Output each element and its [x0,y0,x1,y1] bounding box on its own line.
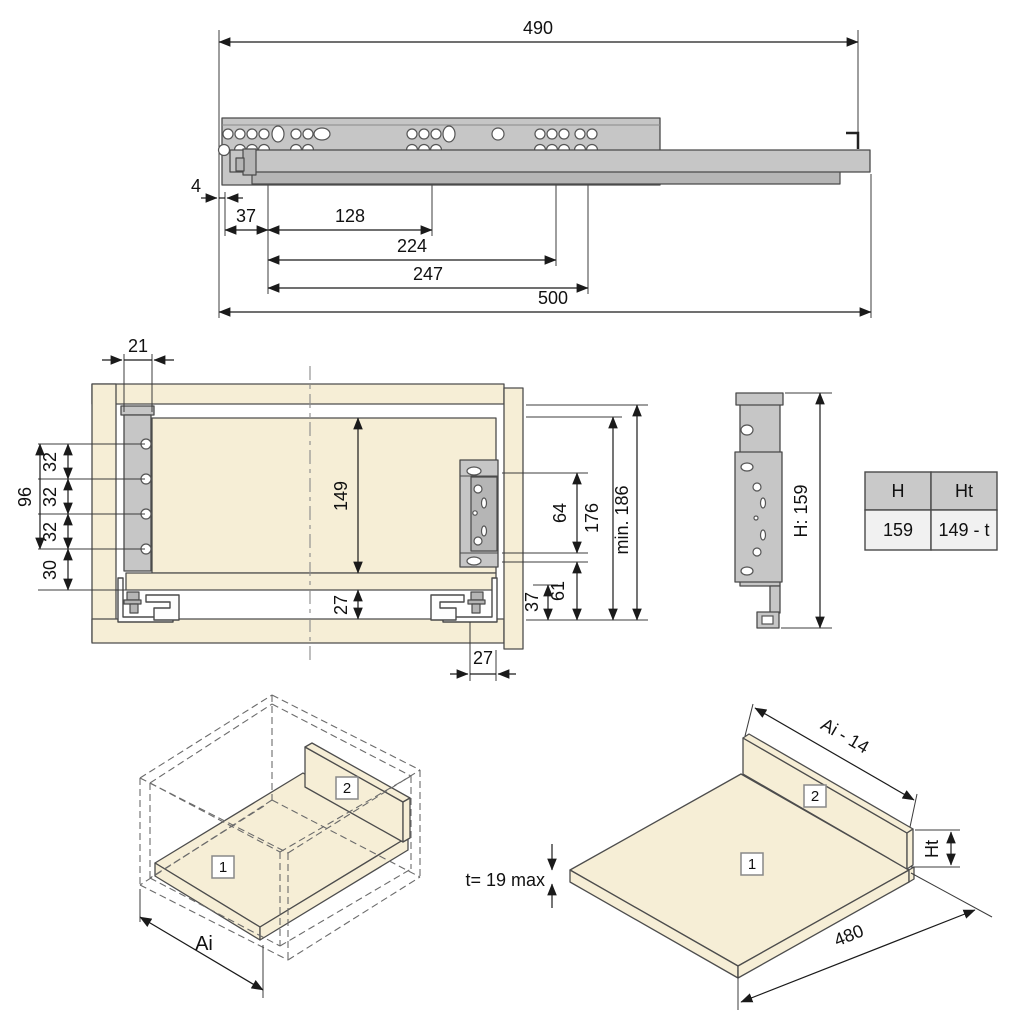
dim-ht: Ht [922,840,942,858]
dim-224: 224 [397,236,427,256]
dimensions-top-view: 490 4 37 128 224 247 500 [191,18,872,317]
dim-min-186: min. 186 [612,485,632,554]
top-view-slide-rail: 490 4 37 128 224 247 500 [191,18,872,318]
right-glide-rail [430,577,498,623]
part-label-box-1 [740,852,764,876]
dim-64: 64 [550,503,570,523]
table-header-h [864,471,932,511]
dim-t-19-max: t= 19 max [465,870,545,890]
dim-ai-14: Ai - 14 [817,714,872,757]
dim-37-front: 37 [522,592,542,612]
bracket-foot-notch [761,615,774,625]
dim-27-side: 27 [331,595,351,615]
dim-61: 61 [548,581,568,601]
iso-view-cabinet: 1 2 Ai [139,694,421,998]
part-label-1: 1 [748,856,756,873]
rail-front-clip-tab [235,157,245,172]
dim-4: 4 [191,176,201,196]
front-bracket [459,459,499,568]
cabinet-panels [91,383,524,650]
table-cell-ht [930,509,998,551]
spec-table: H Ht 159 149 - t [864,471,998,551]
rear-bracket [120,405,155,572]
drawer-panels [154,742,411,941]
dim-32-2: 32 [40,487,60,507]
section-view-drawer: 21 96 32 32 32 30 149 27 64 61 37 176 mi… [15,336,648,681]
dim-247: 247 [413,264,443,284]
cabinet-back-panel [91,383,117,643]
cabinet-hidden-edges [139,694,421,961]
dim-h-159: H: 159 [791,484,811,537]
table-value-ht: 149 - t [938,520,989,540]
drawer-front-panel [503,387,524,650]
table-value-h: 159 [883,520,913,540]
dim-30: 30 [40,560,60,580]
dim-37: 37 [236,206,256,226]
table-header-ht-label: Ht [955,481,973,501]
dimensions-section-view: 21 96 32 32 32 30 149 27 64 61 37 176 mi… [15,336,642,679]
rail-hole-row-upper [222,125,598,143]
dim-149: 149 [331,481,351,511]
dim-96: 96 [15,487,35,507]
dim-500: 500 [538,288,568,308]
dim-480: 480 [831,921,866,951]
part-label-1: 1 [219,859,227,876]
dim-176: 176 [582,503,602,533]
part-label-2: 2 [343,780,351,797]
part-label-box-1 [211,855,235,879]
drawer-back-panel [151,417,497,574]
dim-32-3: 32 [40,522,60,542]
rail-rear-hook [846,131,860,149]
part-label-box-2 [335,776,359,800]
cabinet-top-panel [91,383,505,405]
dim-490: 490 [523,18,553,38]
rail-front-clip [242,148,257,176]
drawer-bottom-panel [125,572,497,591]
dim-27-bottom: 27 [473,648,493,668]
dim-128: 128 [335,206,365,226]
dim-ai: Ai [195,933,213,955]
dim-32-1: 32 [40,452,60,472]
part-label-2: 2 [811,788,819,805]
bracket-foot-stem [769,585,781,614]
table-header-h-label: H [892,481,905,501]
iso-view-panel: 1 2 Ai - 14 Ht t= 19 max 480 [465,703,993,1010]
rail-body [217,117,871,186]
left-glide-rail [117,577,180,623]
dim-21: 21 [128,336,148,356]
bracket-side-view: H: 159 [734,392,832,629]
rail-inner-member [229,149,871,173]
